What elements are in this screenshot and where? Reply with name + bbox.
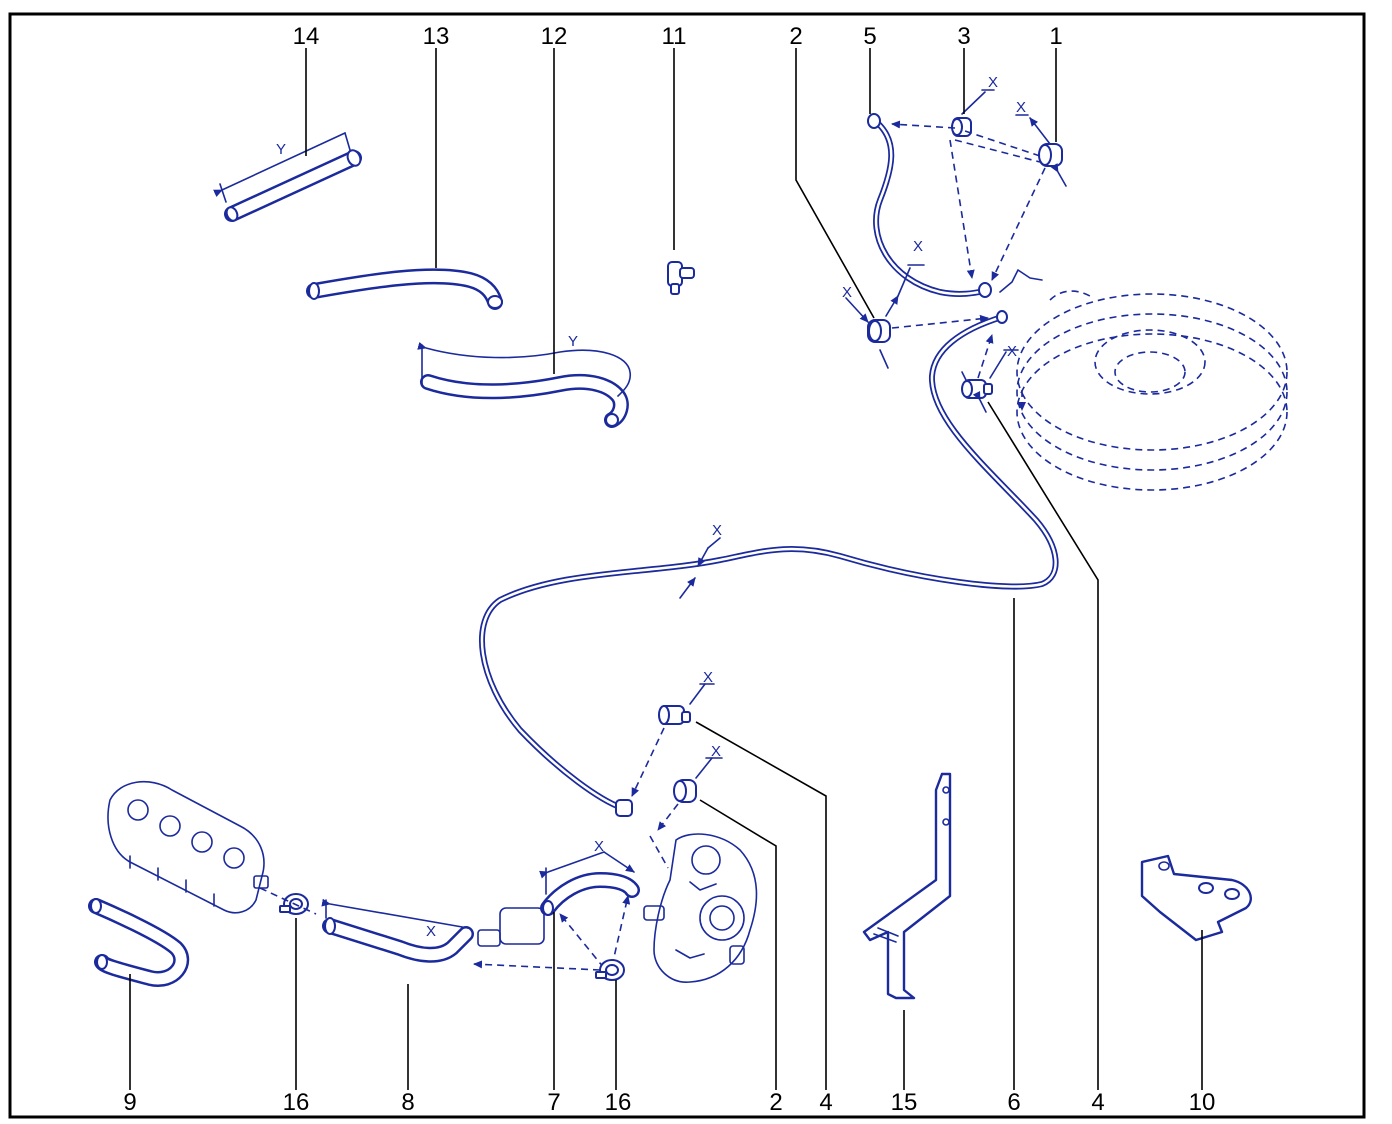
part-10-small-bracket <box>1140 854 1252 942</box>
diagram-border <box>8 12 1366 1119</box>
part-16-hose-clamp-left <box>259 887 317 915</box>
callout-12: 12 <box>541 23 568 50</box>
callout-4-right: 4 <box>1091 1089 1104 1116</box>
part-11-tee-fitting <box>667 261 695 295</box>
part-3-dimension-label: X <box>988 74 998 91</box>
part-2-bottom-nut: X <box>657 743 723 831</box>
part-15-bracket <box>862 772 952 1000</box>
callout-9: 9 <box>123 1089 136 1116</box>
part-14-straight-hose: Y <box>213 132 362 222</box>
part-14-dimension-label: Y <box>276 141 286 158</box>
part-7-elbow-hose: X <box>539 838 640 981</box>
part-12-wavy-hose: Y <box>417 333 632 428</box>
callout-3: 3 <box>957 23 970 50</box>
callout-11: 11 <box>662 23 687 50</box>
part-2-bottom-dimension-label: X <box>711 743 721 760</box>
callout-8: 8 <box>401 1089 414 1116</box>
callout-1: 1 <box>1049 23 1062 50</box>
callout-16-right: 16 <box>605 1089 632 1116</box>
part-8-bent-hose: X <box>321 898 601 971</box>
callout-7: 7 <box>547 1089 560 1116</box>
part-1-dimension-label: X <box>1016 99 1026 116</box>
tank-outline <box>1016 290 1288 491</box>
part-4-top-union: X <box>961 334 1019 413</box>
callout-5: 5 <box>863 23 876 50</box>
callout-2-bottom: 2 <box>769 1089 782 1116</box>
part-9-u-hose <box>88 898 190 987</box>
regulator-assembly <box>643 833 758 983</box>
callout-16-left: 16 <box>283 1089 310 1116</box>
callout-15: 15 <box>891 1089 918 1116</box>
part-12-dimension-label: Y <box>568 333 578 350</box>
injector-rail-assembly <box>107 781 269 914</box>
part-6-long-pipe: X <box>479 310 1059 817</box>
callout-numbers: 14 13 12 11 2 5 3 1 9 16 8 7 16 2 4 15 6… <box>123 23 1215 1116</box>
part-2-top-dimension-label: X <box>913 238 923 255</box>
part-7-dimension-label: X <box>594 838 604 855</box>
part-4-bottom-dimension-label: X <box>703 669 713 686</box>
part-6-dimension-label: X <box>712 522 722 539</box>
callout-2-top: 2 <box>789 23 802 50</box>
part-8-dimension-label: X <box>426 923 436 940</box>
callout-6: 6 <box>1007 1089 1020 1116</box>
leader-lines <box>129 48 1203 1090</box>
callout-10: 10 <box>1189 1089 1216 1116</box>
callout-14: 14 <box>293 23 320 50</box>
callout-4-middle: 4 <box>819 1089 832 1116</box>
callout-13: 13 <box>423 23 450 50</box>
part-5-pipe-and-fittings: X X <box>867 74 1067 298</box>
part-4-top-dimension-label: X <box>1007 343 1017 360</box>
part-2-top-nut: X X <box>842 238 989 369</box>
part-2-top-dimension-label-b: X <box>842 284 852 301</box>
part-13-curved-hose <box>306 268 503 310</box>
part-4-bottom-union: X <box>631 669 715 797</box>
